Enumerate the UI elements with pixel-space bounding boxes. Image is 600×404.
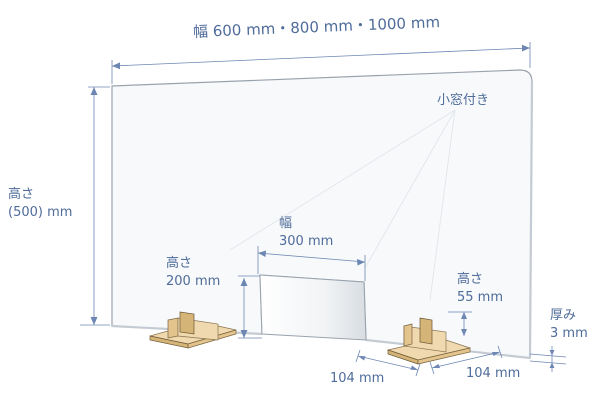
window-leader-line [229, 109, 456, 301]
foot-depth-right-label: 104 mm [466, 366, 521, 381]
foot-height-value: 55 mm [457, 290, 504, 305]
window-width-value: 300 mm [279, 234, 334, 249]
foot-height-arrow-top [461, 312, 467, 319]
height-arrow-top [90, 87, 98, 95]
window-height-arrow-top [240, 278, 248, 286]
height-left-value: (500) mm [8, 205, 73, 220]
foot-height-arrow-bottom [461, 329, 467, 336]
foot-depth-left-arrow-a [358, 356, 366, 361]
height-left-label: 高さ [8, 187, 35, 202]
foot-height-label: 高さ [457, 272, 484, 287]
window-width-arrow-right [357, 259, 365, 266]
right-foot [386, 317, 472, 365]
thickness-value: 3 mm [550, 326, 588, 341]
width-arrow-right [522, 44, 530, 52]
left-foot [149, 311, 237, 349]
foot-depth-right-line [431, 351, 501, 369]
thickness-marker [529, 346, 567, 372]
foot-depth-left-arrow-b [410, 365, 418, 370]
foot-depth-left-line [357, 355, 419, 371]
width-dimension-line [111, 47, 531, 67]
window-feature-label: 小窓付き [437, 93, 490, 108]
window-height-value: 200 mm [166, 274, 221, 289]
window-cutout [259, 274, 367, 341]
window-height-label: 高さ [166, 256, 193, 271]
width-arrow-left [112, 62, 120, 70]
thickness-label: 厚み [550, 308, 577, 323]
foot-depth-right-arrow-b [492, 352, 500, 356]
foot-depth-right-arrow-a [432, 364, 440, 368]
window-width-label: 幅 [279, 216, 293, 231]
window-height-arrow-bottom [240, 330, 248, 338]
window-width-dimension-line [257, 252, 366, 263]
panel-right-edge [528, 81, 534, 359]
height-arrow-bottom [90, 317, 98, 325]
window-width-arrow-left [258, 250, 266, 257]
foot-depth-left-label: 104 mm [330, 371, 385, 386]
